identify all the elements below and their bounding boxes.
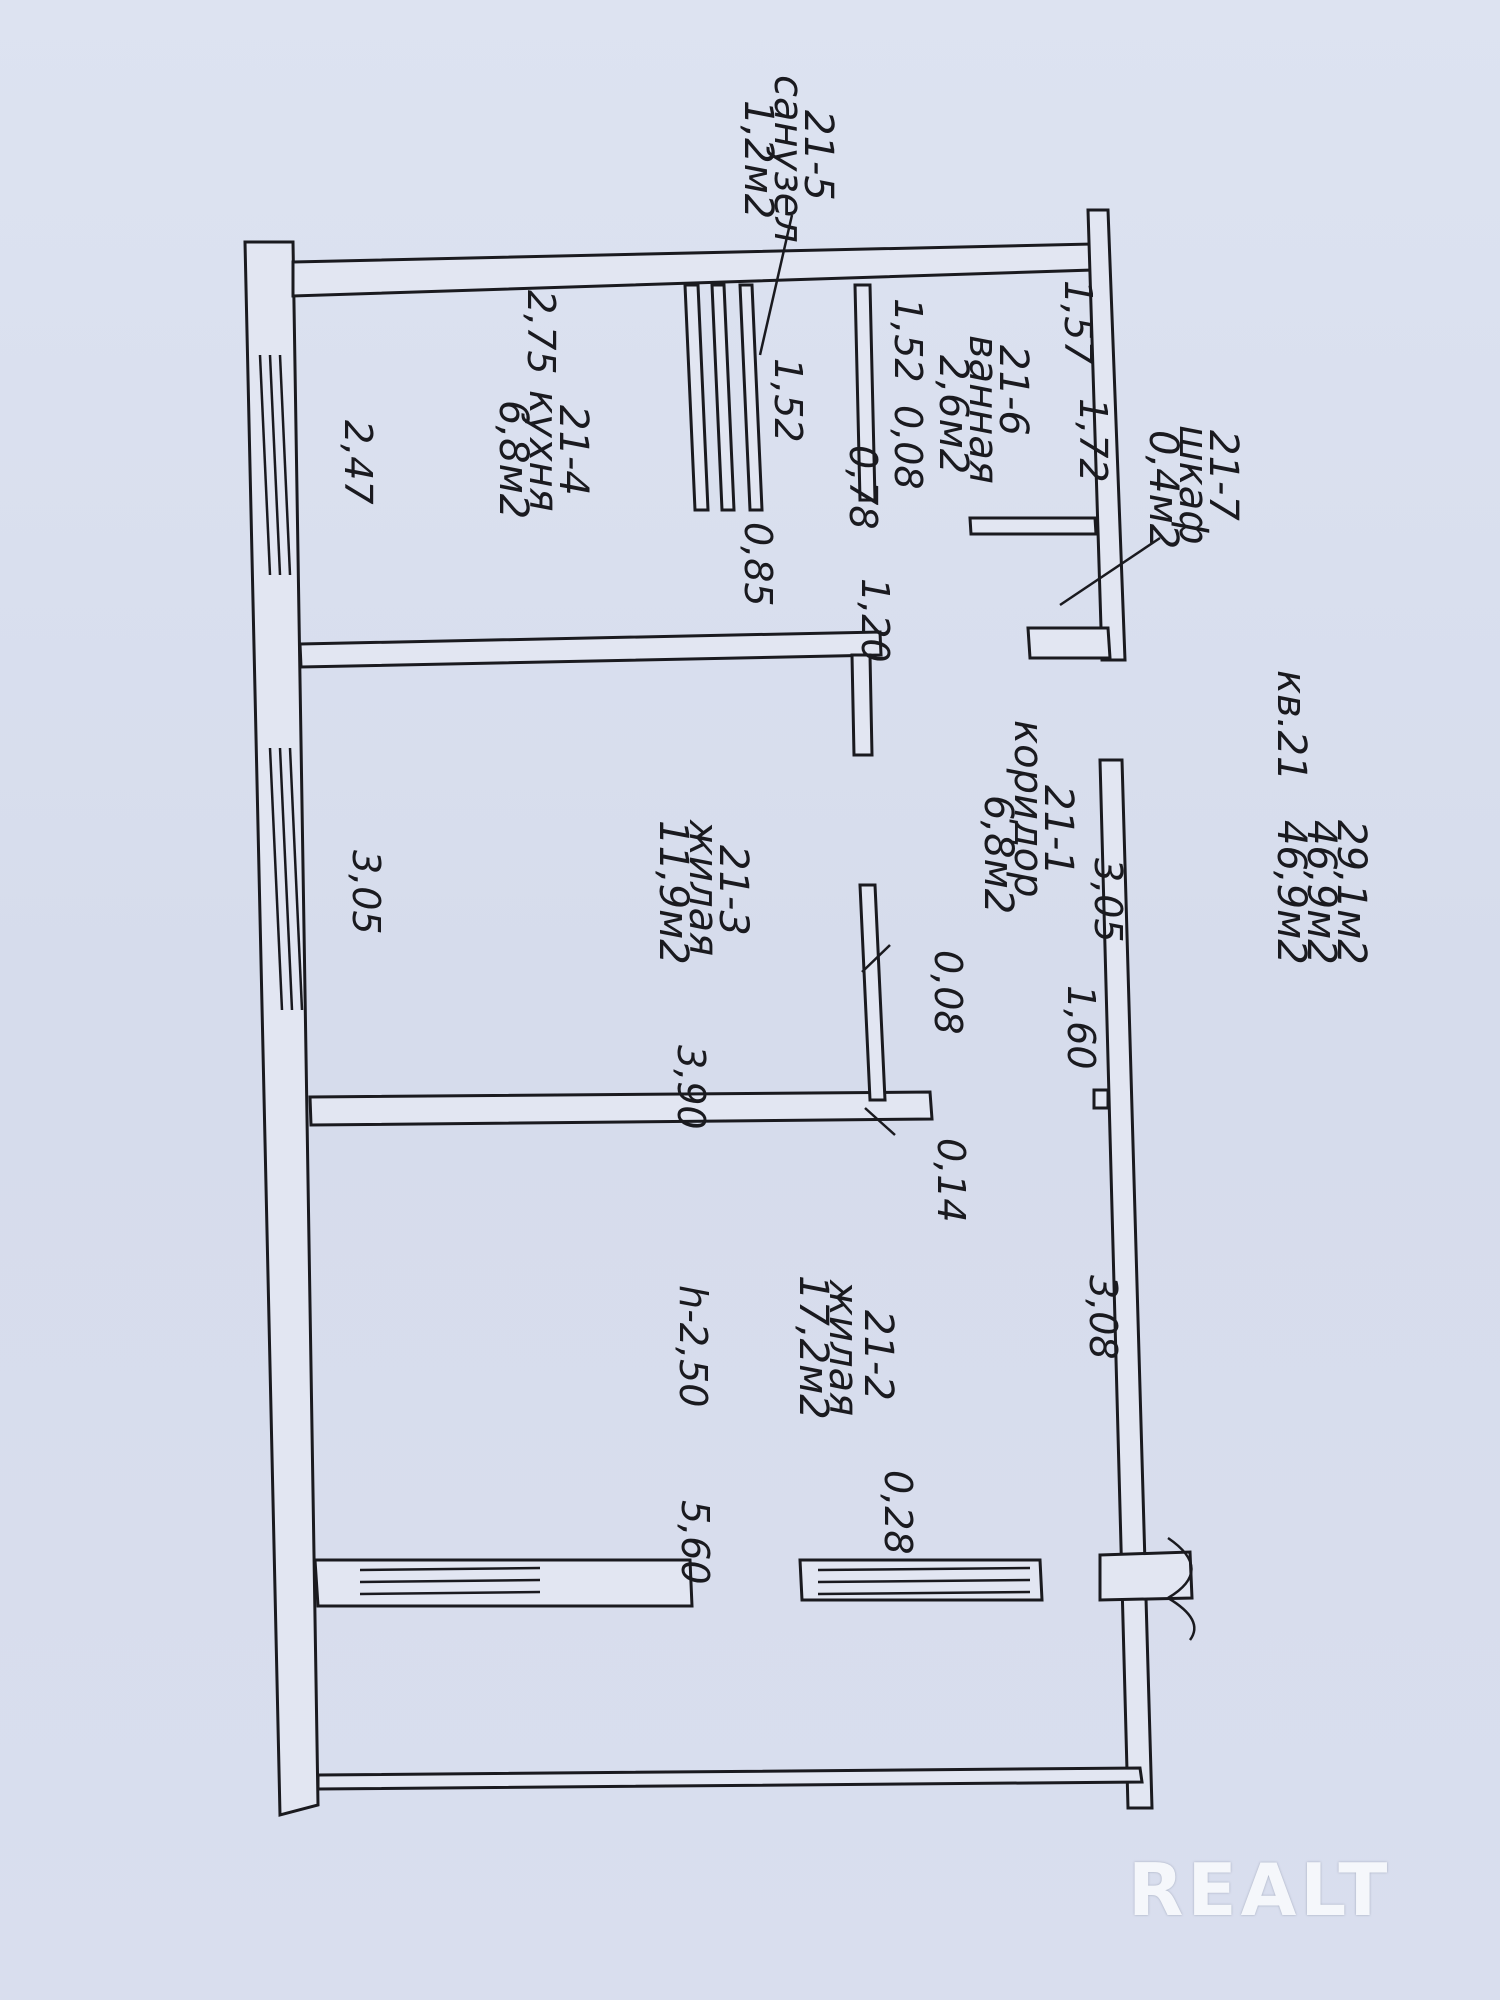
dim-1-60: 1,60	[1059, 985, 1103, 1070]
room-labels: 21-5 санузел 1,2м2 21-6 ванная 2,6м2 21-…	[490, 75, 1374, 1420]
label-room-21-1-area: 6,8м2	[975, 795, 1021, 914]
bathroom-wall-right	[853, 283, 877, 502]
label-room-21-1-id: 21-1	[1035, 785, 1081, 876]
label-apartment-area-living: 29,1м2	[1328, 820, 1374, 965]
corridor-wall-right	[1098, 758, 1154, 1810]
corridor-partition	[858, 883, 887, 1102]
dim-1-72: 1,72	[1071, 398, 1115, 483]
window-room-21-2-left	[359, 1566, 541, 1596]
dim-3-90: 3,90	[669, 1045, 713, 1130]
dim-0-08-b: 0,08	[926, 950, 970, 1035]
label-room-21-4-area: 6,8м2	[490, 400, 536, 519]
outer-wall-top-right-stub	[1086, 208, 1127, 662]
dim-1-20: 1,20	[853, 578, 897, 663]
label-room-21-6-area: 2,6м2	[930, 355, 976, 474]
label-room-21-6-name: ванная	[960, 335, 1006, 484]
bottom-wall-right	[1098, 1550, 1194, 1602]
label-room-21-4-name: кухня	[520, 390, 566, 512]
entrance-arc	[1167, 1536, 1196, 1641]
label-room-21-7-name: шкаф	[1170, 425, 1216, 544]
dim-1-52-a: 1,52	[766, 358, 810, 443]
window-kitchen	[258, 354, 292, 576]
dim-5-60: 5,60	[673, 1500, 717, 1585]
leader-21-5	[758, 214, 794, 356]
kitchen-door-jamb	[850, 653, 874, 757]
leader-lines	[758, 214, 1161, 1136]
dim-2-47: 2,47	[336, 420, 380, 505]
kitchen-wall-bottom	[298, 630, 883, 669]
leader-21-7	[1059, 536, 1161, 607]
label-room-21-7-area: 0,4м2	[1140, 430, 1186, 549]
dim-h-2-50: h-2,50	[671, 1285, 715, 1407]
window-room-21-3	[268, 747, 304, 1011]
realt-watermark: REALT	[1128, 1848, 1392, 1932]
label-room-21-5-id: 21-5	[795, 110, 841, 201]
dim-1-52-b: 1,52	[886, 298, 930, 383]
closet-door-stub	[968, 516, 1098, 536]
corridor-door-stub	[1092, 1088, 1110, 1110]
leader-008b	[861, 944, 891, 973]
label-apartment-number: кв.21	[1268, 670, 1314, 781]
label-room-21-5-name: санузел	[765, 75, 811, 243]
bathroom-partition-1	[683, 283, 710, 512]
dim-3-05-a: 3,05	[344, 850, 388, 935]
label-room-21-6-id: 21-6	[990, 345, 1036, 436]
bathroom-partition-3	[738, 283, 764, 512]
label-room-21-4-id: 21-4	[550, 405, 596, 496]
dim-3-08: 3,08	[1081, 1275, 1125, 1360]
balcony-wall-bottom	[316, 1766, 1144, 1791]
windows	[258, 354, 1196, 1641]
closet-wall-bottom	[1026, 626, 1112, 660]
label-room-21-5-area: 1,2м2	[735, 100, 781, 219]
dim-1-57: 1,57	[1056, 280, 1100, 365]
label-room-21-7-id: 21-7	[1200, 430, 1246, 521]
dim-3-05-b: 3,05	[1086, 858, 1130, 943]
leader-014	[864, 1107, 896, 1136]
dim-0-78: 0,78	[841, 445, 885, 530]
dim-0-85: 0,85	[736, 522, 780, 607]
label-room-21-3-name: жилая	[680, 819, 726, 956]
bathroom-partition-2	[710, 283, 736, 512]
dimension-labels: 1,57 2,75 1,52 1,52 0,08 1,72 0,78 2,47 …	[336, 280, 1130, 1585]
label-room-21-3-id: 21-3	[710, 845, 756, 936]
label-apartment-area-total-2: 46,9м2	[1268, 820, 1314, 965]
label-room-21-1-name: коридор	[1005, 720, 1051, 898]
dim-2-75: 2,75	[519, 290, 563, 375]
dim-0-28: 0,28	[876, 1470, 920, 1555]
label-room-21-2-id: 21-2	[855, 1310, 901, 1401]
dim-0-08-a: 0,08	[886, 405, 930, 490]
outer-wall-left	[243, 240, 320, 1817]
label-room-21-2-name: жилая	[820, 1279, 866, 1416]
label-room-21-3-area: 11,9м2	[650, 820, 696, 965]
window-room-21-2-right	[817, 1566, 1031, 1596]
label-room-21-2-area: 17,2м2	[790, 1275, 836, 1420]
label-apartment-area-total: 46,9м2	[1298, 820, 1344, 965]
dim-0-14: 0,14	[929, 1138, 973, 1223]
room-divider-wall	[308, 1090, 934, 1127]
walls	[243, 208, 1194, 1817]
